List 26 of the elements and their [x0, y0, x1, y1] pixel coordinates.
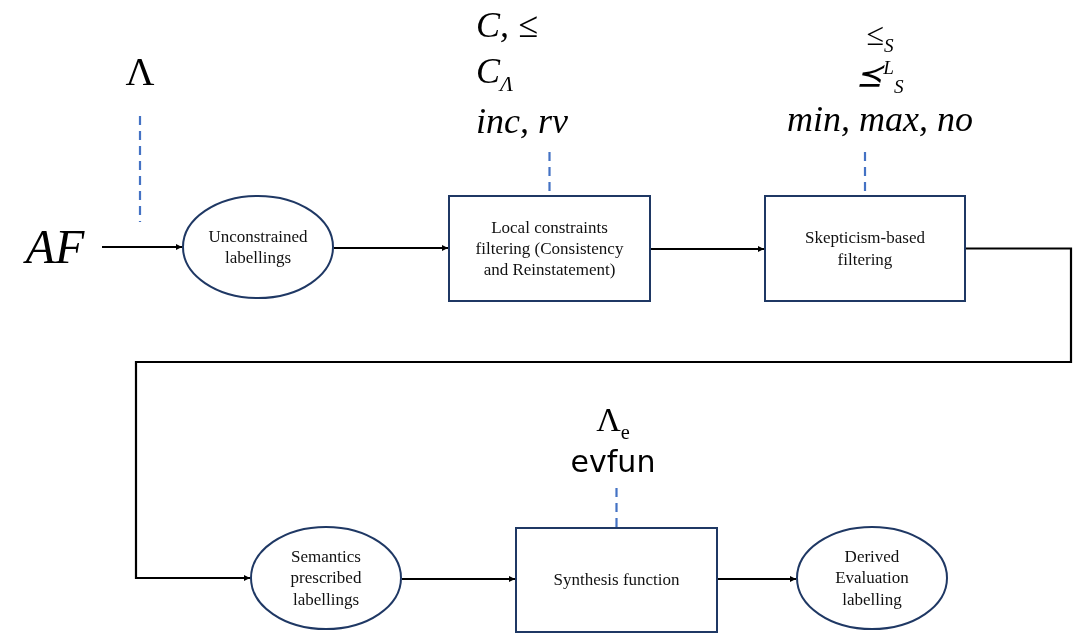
- math-annotation: ≤$_{S}$: [866, 15, 894, 58]
- math-annotation: AF: [25, 219, 85, 276]
- math-annotation: C, ≤: [476, 4, 538, 48]
- math-annotation: inc, rv: [476, 99, 568, 143]
- arrow: [334, 245, 448, 251]
- math-annotation: Λ: [125, 48, 155, 96]
- math-annotation: C$_{Λ}$: [476, 50, 514, 99]
- math-annotation: evfun: [570, 444, 656, 481]
- node-label: Local constraints filtering (Consistency and Reinstatement): [474, 216, 625, 281]
- leader-line: [615, 488, 618, 527]
- arrow: [402, 576, 515, 582]
- process-box: [515, 527, 718, 633]
- node-label: Synthesis function: [553, 569, 680, 591]
- process-box: [764, 195, 966, 302]
- node-label: Derived Evaluation labelling: [834, 546, 910, 610]
- process-box: [448, 195, 651, 302]
- node-label: Unconstrained labellings: [207, 225, 309, 269]
- arrow: [134, 247, 1073, 581]
- arrow: [718, 576, 796, 582]
- node-label: Semantics prescribed labellings: [289, 546, 363, 610]
- arrow: [651, 246, 764, 252]
- arrow: [102, 244, 182, 250]
- node-label: Skepticism-based filtering: [804, 227, 926, 270]
- leader-line: [138, 116, 142, 222]
- math-annotation: min, max, no: [787, 98, 973, 141]
- math-annotation: Λ$_{e}$: [596, 399, 630, 445]
